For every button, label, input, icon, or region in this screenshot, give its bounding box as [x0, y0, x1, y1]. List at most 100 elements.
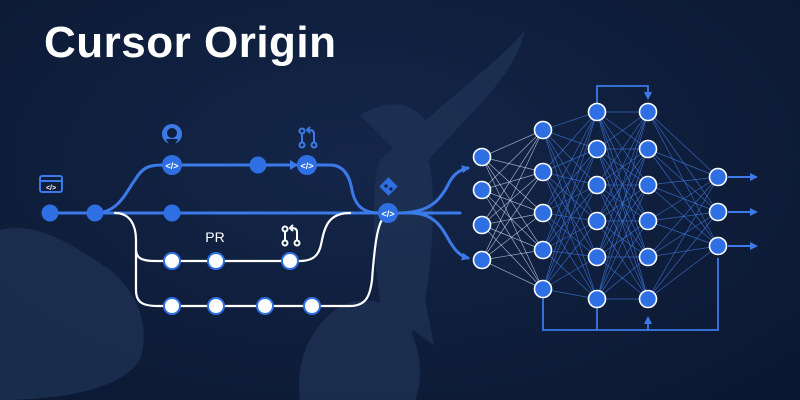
neural-network	[472, 85, 758, 331]
page-title: Cursor Origin	[44, 18, 337, 67]
nn-connection	[542, 111, 598, 173]
nn-neuron-layer-5	[708, 202, 728, 222]
nn-connection	[596, 111, 649, 258]
pull-request-icon	[298, 126, 318, 149]
code-tag-node-merge: </>	[378, 203, 398, 223]
nn-connection	[542, 148, 598, 290]
upper-branch-line	[93, 163, 382, 215]
nn-connection	[481, 212, 544, 226]
nn-connection	[647, 184, 719, 247]
nn-connection	[481, 129, 544, 191]
nn-neuron-layer-3	[587, 139, 607, 159]
svg-text:</>: </>	[46, 185, 56, 192]
nn-connection	[481, 156, 544, 173]
nn-connection	[647, 148, 719, 178]
main-start-node	[41, 204, 59, 222]
white-branch-2-line	[134, 211, 390, 308]
nn-neuron-layer-2	[533, 279, 553, 299]
nn-neuron-layer-2	[533, 240, 553, 260]
nn-connection	[542, 148, 598, 173]
nn-connection	[542, 129, 598, 258]
nn-connection	[542, 184, 598, 290]
white-commit-node	[281, 252, 299, 270]
nn-connection	[542, 171, 598, 258]
nn-neuron-layer-4	[638, 289, 658, 309]
nn-connection	[481, 171, 544, 226]
nn-neuron-layer-3	[587, 289, 607, 309]
nn-connection	[481, 171, 544, 191]
svg-text:</>: </>	[300, 161, 313, 171]
nn-connection	[481, 224, 544, 251]
nn-connection	[542, 111, 598, 131]
left-mountain-silhouette	[0, 228, 144, 400]
nn-bottom-feedback-line	[542, 258, 719, 331]
nn-neuron-layer-4	[638, 211, 658, 231]
nn-connection	[542, 256, 598, 290]
nn-connection	[596, 111, 649, 186]
git-logo-icon	[379, 177, 398, 196]
main-node	[163, 204, 181, 222]
code-tag-node-upper-right: </>	[297, 155, 317, 175]
nn-connection	[542, 111, 598, 251]
nn-connection	[647, 211, 719, 300]
nn-neuron-layer-2	[533, 162, 553, 182]
nn-neuron-layer-1	[472, 215, 492, 235]
svg-text:</>: </>	[165, 161, 178, 171]
rocket-fin-silhouette	[360, 104, 425, 150]
pull-request-icon	[281, 224, 301, 247]
code-tag-node-upper-left: </>	[162, 155, 182, 175]
nn-neuron-layer-4	[638, 102, 658, 122]
nn-connection	[481, 156, 544, 290]
nn-connection	[542, 111, 598, 214]
nn-connection	[481, 249, 544, 261]
main-node	[86, 204, 104, 222]
nn-connection	[542, 249, 598, 300]
white-branch-1-line	[113, 211, 352, 263]
nn-neuron-layer-3	[587, 175, 607, 195]
nn-neuron-layer-3	[587, 211, 607, 231]
nn-connection	[596, 111, 649, 150]
nn-connection	[647, 245, 719, 300]
nn-connection	[481, 156, 544, 214]
white-commit-node	[207, 297, 225, 315]
nn-neuron-layer-3	[587, 247, 607, 267]
nn-connection	[481, 189, 544, 251]
nn-connection	[596, 256, 649, 300]
nn-connection	[647, 148, 719, 247]
nn-connection	[481, 129, 544, 226]
nn-connection	[542, 111, 598, 290]
nn-connection	[596, 184, 649, 300]
nn-connection	[647, 176, 719, 186]
nn-connection	[542, 129, 598, 186]
nn-connection	[596, 220, 649, 300]
nn-neuron-layer-4	[638, 175, 658, 195]
nn-connection	[647, 245, 719, 258]
nn-connection	[481, 259, 544, 290]
white-commit-node	[163, 252, 181, 270]
nn-connection	[647, 176, 719, 258]
nn-connection	[542, 171, 598, 222]
github-icon	[162, 124, 182, 144]
nn-connection	[596, 111, 649, 222]
nn-connection	[542, 129, 598, 222]
nn-nodes	[472, 102, 728, 309]
nn-connection	[647, 111, 719, 213]
upper-branch-arrow	[290, 160, 298, 170]
nn-neuron-layer-2	[533, 120, 553, 140]
nn-connection	[481, 129, 544, 261]
nn-connection	[596, 184, 649, 258]
nn-connection	[596, 111, 649, 300]
nn-neuron-layer-1	[472, 180, 492, 200]
nn-connection	[481, 224, 544, 290]
nn-connection	[647, 111, 719, 178]
nn-connection	[542, 184, 598, 251]
white-commit-node	[207, 252, 225, 270]
nn-connection	[481, 129, 544, 158]
nn-connection	[647, 176, 719, 300]
git-nodes	[41, 156, 321, 315]
nn-neuron-layer-5	[708, 236, 728, 256]
white-commit-node	[256, 297, 274, 315]
upper-branch-node	[249, 156, 267, 174]
